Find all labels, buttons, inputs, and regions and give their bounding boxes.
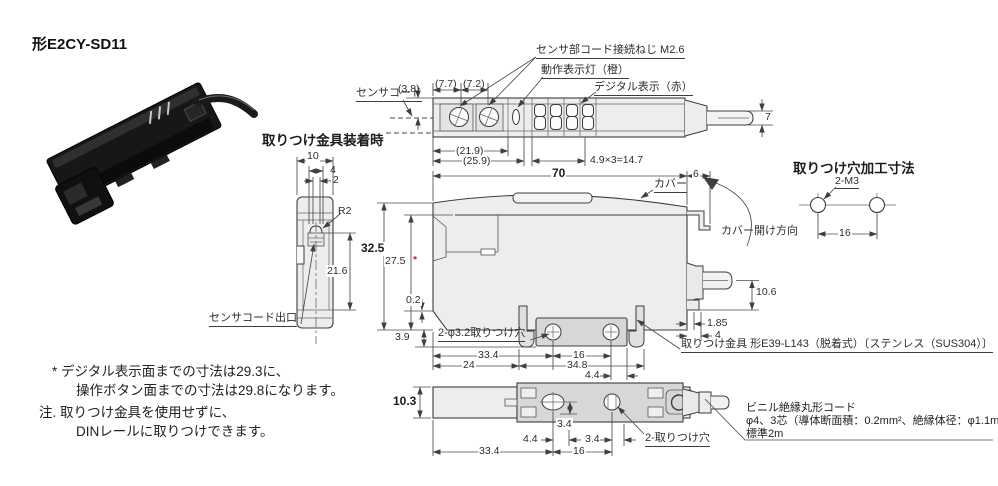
dim-2: 2 — [333, 174, 339, 186]
dim-10: 10 — [306, 150, 320, 163]
digital-display-digits — [534, 104, 594, 130]
dim-4-4-bottom: 4.4 — [523, 433, 538, 445]
dim-21-6: 21.6 — [326, 265, 349, 278]
cable-note-line-1: ビニル絶縁丸形コード — [746, 402, 856, 414]
page-title: 形E2CY-SD11 — [32, 36, 128, 53]
hole-pattern-drawing — [799, 193, 896, 217]
label-cover: カバー — [654, 178, 687, 193]
note-star-line-1: * デジタル表示面までの寸法は29.3に、 — [52, 364, 290, 379]
note-line-2: DINレールに取りつけできます。 — [76, 424, 274, 439]
cable-note-line-3: 標準2m — [746, 428, 784, 440]
label-sensor-cord: センサコード — [356, 87, 422, 102]
dim-3-4-b: 3.4 — [585, 433, 600, 445]
dim-32-5: 32.5 — [360, 241, 386, 256]
dim-7: 7 — [765, 111, 771, 123]
top-view-drawing — [386, 97, 754, 138]
dim-16: 16 — [572, 349, 586, 362]
dim-1-85: 1.85 — [707, 317, 728, 329]
dim-10-3: 10.3 — [392, 394, 418, 409]
terminal-screw-icon — [449, 107, 469, 127]
dim-0-2: 0.2 — [405, 294, 422, 307]
label-connection-screw: センサ部コード接続ねじ M2.6 — [536, 44, 685, 59]
dim-33-4: 33.4 — [477, 349, 500, 362]
dim-3-4-a: 3.4 — [556, 418, 573, 431]
dim-25-9: (25.9) — [462, 155, 492, 168]
label-mounting-holes: 2-φ3.2取りつけ穴 — [438, 327, 526, 342]
dim-hole-16: 16 — [838, 227, 852, 240]
bracket-view-title: 取りつけ金具装着時 — [262, 133, 384, 148]
dim-4-tab: 4 — [715, 329, 721, 341]
label-2-m3: 2-M3 — [835, 175, 859, 190]
label-operation-indicator: 動作表示灯（橙） — [541, 64, 629, 79]
dim-34-8: 34.8 — [566, 359, 589, 372]
hole-view-title: 取りつけ穴加工寸法 — [793, 161, 915, 176]
m3-hole-icon — [809, 196, 827, 214]
dim-10-6: 10.6 — [756, 286, 777, 298]
asterisk-marker: * — [413, 254, 418, 266]
label-cord-outlet: センサコード出口 — [209, 312, 297, 327]
m3-hole-icon — [868, 196, 886, 214]
label-cover-open-direction: カバー開け方向 — [721, 225, 798, 237]
dim-led-pitch: 4.9×3=14.7 — [590, 154, 644, 166]
top-view-dimensions — [402, 56, 773, 166]
dim-7-7: (7.7) — [435, 78, 457, 90]
dim-16-bottom: 16 — [572, 445, 586, 458]
dim-27-5: 27.5 — [384, 255, 407, 268]
dim-6: 6 — [692, 168, 700, 181]
note-line-1: 注. 取りつけ金具を使用せずに、 — [39, 405, 236, 420]
terminal-screw-icon — [479, 107, 499, 127]
dim-3-8: (3.8) — [398, 83, 420, 95]
bottom-view-drawing — [432, 382, 730, 423]
label-2-mounting-holes: 2-取りつけ穴 — [645, 432, 710, 447]
indicator-led-icon — [512, 109, 520, 125]
product-cable — [194, 94, 258, 118]
dim-r2: R2 — [338, 205, 352, 217]
dim-24: 24 — [462, 359, 476, 372]
cover-open-direction-arrow — [715, 182, 752, 247]
label-digital-display: デジタル表示（赤） — [594, 81, 693, 96]
mounting-hole-icon — [603, 393, 621, 411]
dim-7-2: (7.2) — [463, 78, 485, 90]
mounting-bracket-plate — [535, 317, 628, 347]
strain-relief-icon — [670, 394, 686, 411]
note-star-line-2: 操作ボタン面までの寸法は29.8になります。 — [76, 383, 344, 398]
label-mounting-bracket: 取りつけ金具 形E39-L143（脱着式）〔ステンレス（SUS304）〕 — [681, 338, 993, 353]
dim-4: 4 — [330, 164, 336, 176]
dim-33-4-bottom: 33.4 — [478, 445, 501, 458]
dim-21-9: (21.9) — [455, 145, 485, 158]
side-view-drawing — [432, 192, 733, 348]
product-photo — [46, 82, 258, 225]
cover-tab — [687, 210, 711, 231]
operation-button — [480, 248, 496, 256]
bracket-view-dimensions — [296, 157, 356, 325]
cable-note-line-2: φ4、3芯（導体断面積：0.2mm²、絶縁体径：φ1.1mm） — [746, 415, 998, 427]
dim-4-4: 4.4 — [585, 369, 600, 381]
dim-70: 70 — [551, 166, 567, 181]
dim-3-9: 3.9 — [395, 331, 410, 343]
